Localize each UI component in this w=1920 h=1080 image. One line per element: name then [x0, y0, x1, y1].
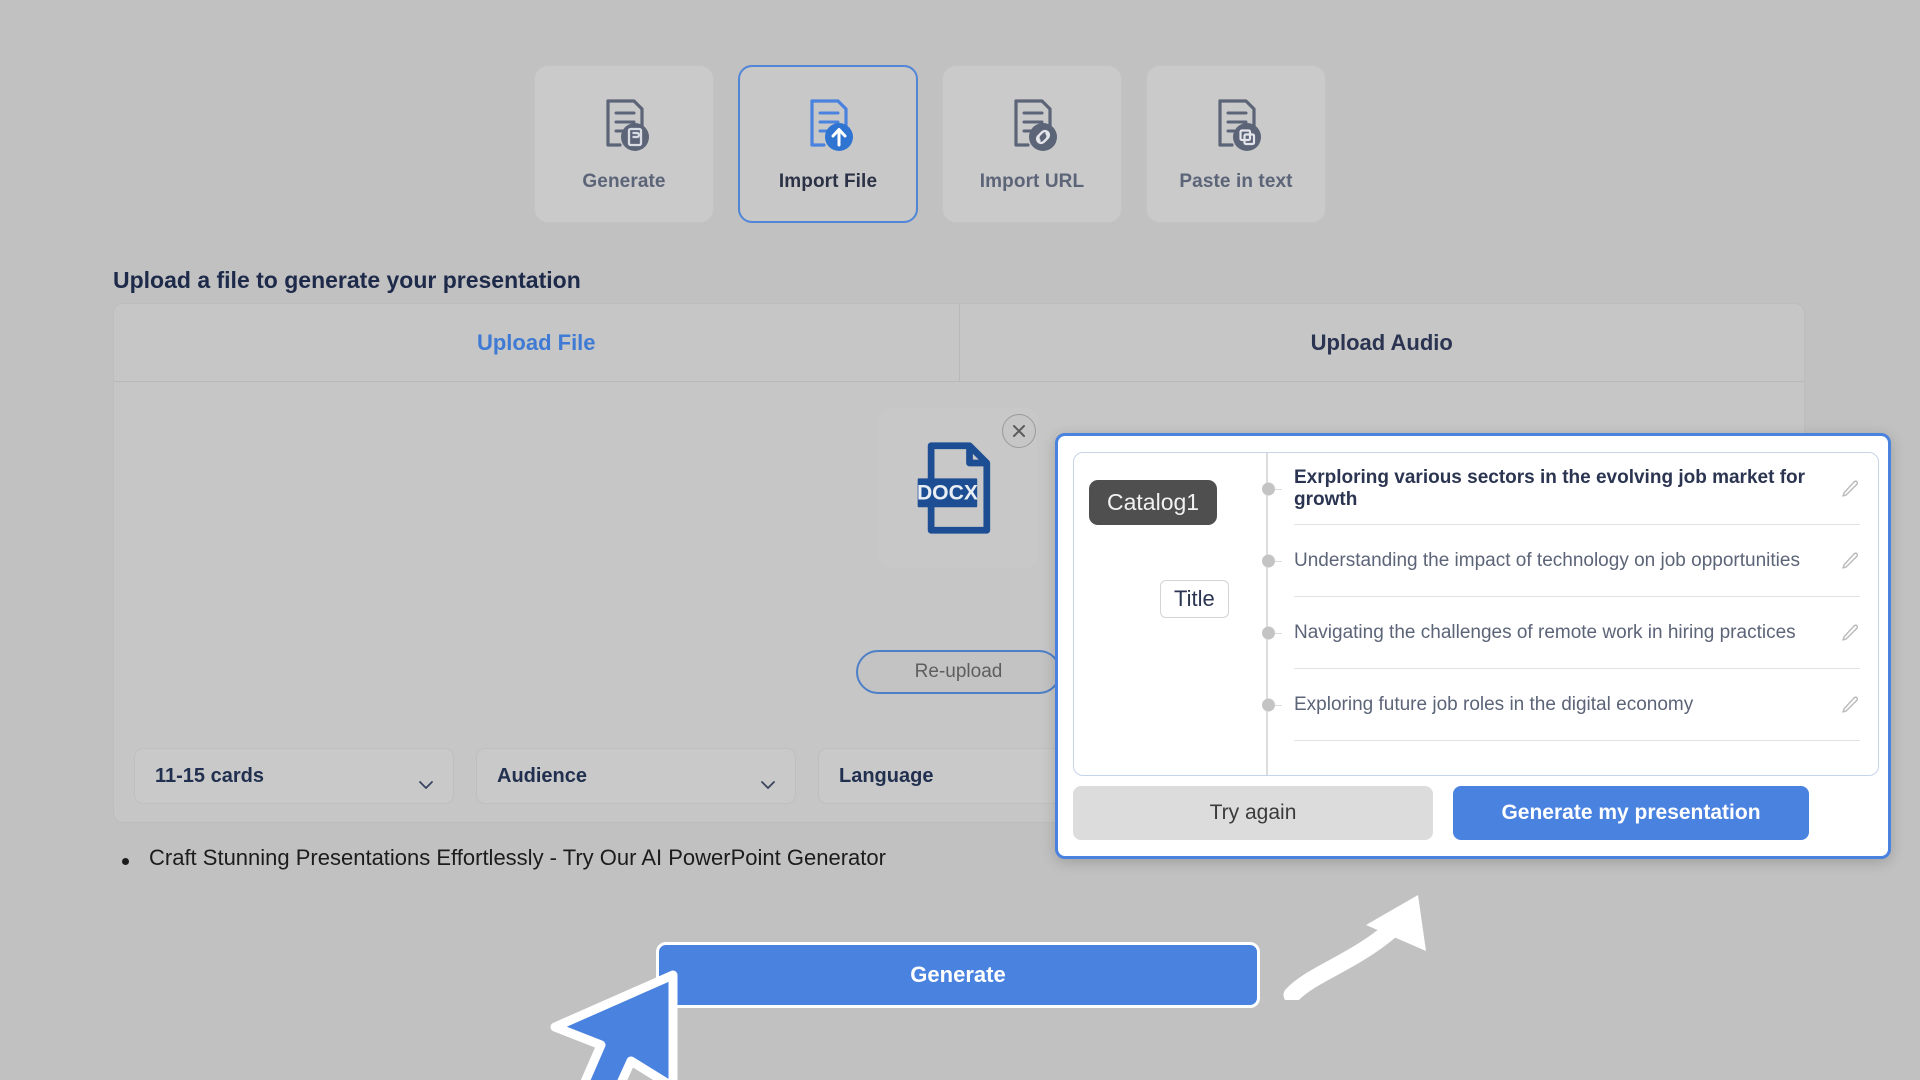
- document-copy-icon: [1206, 95, 1266, 157]
- generate-button-label: Generate: [910, 962, 1006, 987]
- tab-label: Upload Audio: [1310, 329, 1453, 355]
- outline-preview-body: Catalog1 Title Exrploring various sector…: [1073, 452, 1879, 776]
- edit-pencil-icon[interactable]: [1840, 695, 1860, 715]
- mode-card-paste-in-text[interactable]: Paste in text: [1146, 65, 1326, 223]
- outline-row[interactable]: Understanding the impact of technology o…: [1262, 525, 1860, 597]
- node-dot-icon: [1262, 626, 1275, 639]
- docx-file-icon: DOCX: [917, 442, 991, 534]
- audience-select[interactable]: Audience: [476, 748, 796, 804]
- node-connector: [1268, 560, 1282, 562]
- audience-value: Audience: [497, 764, 588, 787]
- edit-pencil-icon[interactable]: [1840, 623, 1860, 643]
- node-dot-icon: [1262, 482, 1275, 495]
- document-upload-icon: [798, 95, 858, 157]
- outline-preview-footer: Try again Generate my presentation: [1073, 786, 1879, 840]
- close-icon: [1013, 425, 1025, 437]
- bullet-text: Craft Stunning Presentations Effortlessl…: [149, 845, 886, 870]
- list-item: Craft Stunning Presentations Effortlessl…: [122, 845, 886, 871]
- bullet-dot-icon: [122, 858, 129, 865]
- try-again-button[interactable]: Try again: [1073, 786, 1433, 840]
- cards-count-value: 11-15 cards: [155, 764, 264, 787]
- tab-upload-audio[interactable]: Upload Audio: [958, 304, 1805, 381]
- generation-options-row: 11-15 cards Audience Language: [134, 748, 1138, 804]
- outline-row-text: Exploring future job roles in the digita…: [1294, 693, 1694, 715]
- node-dot-icon: [1262, 554, 1275, 567]
- generate-button[interactable]: Generate: [661, 947, 1255, 1003]
- outline-legend: Catalog1 Title: [1074, 453, 1266, 775]
- outline-preview-popup: Catalog1 Title Exrploring various sector…: [1055, 433, 1891, 859]
- outline-row[interactable]: Exploring future job roles in the digita…: [1262, 669, 1860, 741]
- mode-card-label: Import URL: [979, 171, 1085, 192]
- generate-button-highlight: Generate: [656, 942, 1260, 1008]
- upload-tabs: Upload File Upload Audio: [114, 304, 1804, 382]
- mode-card-label: Import File: [778, 171, 878, 192]
- generate-my-presentation-button[interactable]: Generate my presentation: [1453, 786, 1809, 840]
- edit-pencil-icon[interactable]: [1840, 479, 1860, 499]
- page-title: Upload a file to generate your presentat…: [113, 267, 581, 293]
- cards-count-select[interactable]: 11-15 cards: [134, 748, 454, 804]
- document-p-icon: [594, 95, 654, 157]
- outline-row-text: Understanding the impact of technology o…: [1294, 549, 1800, 571]
- node-connector: [1268, 632, 1282, 634]
- catalog-pill: Catalog1: [1089, 480, 1218, 525]
- outline-rail: Exrploring various sectors in the evolvi…: [1262, 453, 1878, 775]
- node-connector: [1268, 488, 1282, 490]
- generate-my-presentation-label: Generate my presentation: [1501, 801, 1761, 824]
- re-upload-label: Re-upload: [914, 661, 1003, 682]
- language-value: Language: [839, 764, 934, 787]
- try-again-label: Try again: [1209, 801, 1297, 824]
- docx-label: DOCX: [917, 482, 978, 505]
- title-pill: Title: [1160, 580, 1229, 618]
- edit-pencil-icon[interactable]: [1840, 551, 1860, 571]
- outline-row[interactable]: Exrploring various sectors in the evolvi…: [1262, 453, 1860, 525]
- re-upload-button[interactable]: Re-upload: [856, 650, 1061, 694]
- chevron-down-icon: [761, 772, 775, 790]
- mode-card-label: Paste in text: [1179, 171, 1293, 192]
- chevron-down-icon: [419, 772, 433, 790]
- mode-card-row: Generate Import File: [534, 65, 1326, 223]
- outline-list: Exrploring various sectors in the evolvi…: [1262, 453, 1860, 741]
- curved-arrow-annotation: [1280, 855, 1450, 1004]
- mode-card-generate[interactable]: Generate: [534, 65, 714, 223]
- outline-row[interactable]: Navigating the challenges of remote work…: [1262, 597, 1860, 669]
- document-link-icon: [1002, 95, 1062, 157]
- remove-file-button[interactable]: [1002, 414, 1036, 448]
- outline-row-text: Exrploring various sectors in the evolvi…: [1294, 466, 1806, 510]
- mode-card-label: Generate: [582, 171, 666, 192]
- tab-label: Upload File: [476, 329, 596, 355]
- mode-card-import-url[interactable]: Import URL: [942, 65, 1122, 223]
- node-dot-icon: [1262, 698, 1275, 711]
- outline-row-text: Navigating the challenges of remote work…: [1294, 621, 1796, 643]
- mode-card-import-file[interactable]: Import File: [738, 65, 918, 223]
- node-connector: [1268, 704, 1282, 706]
- tab-upload-file[interactable]: Upload File: [114, 304, 959, 381]
